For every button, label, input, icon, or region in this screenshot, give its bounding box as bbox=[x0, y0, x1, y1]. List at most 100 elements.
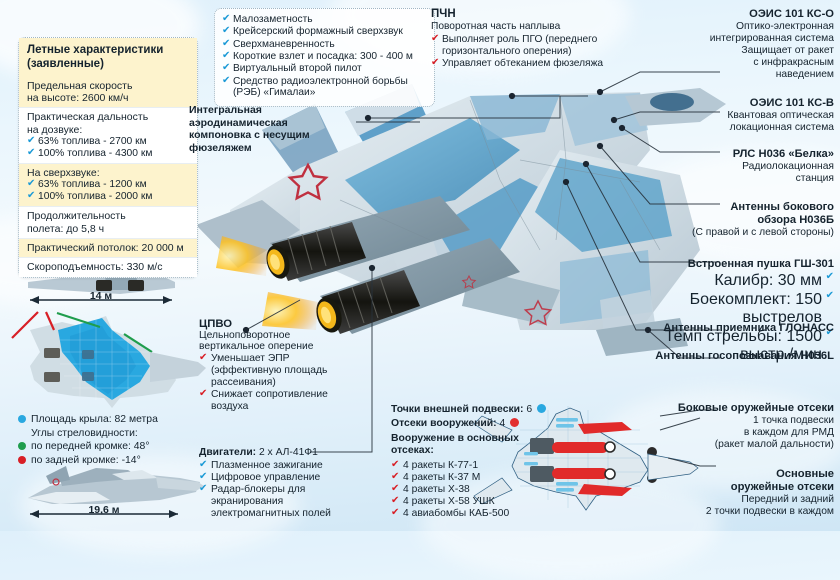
cpvo-subtitle: вертикальное оперение bbox=[199, 341, 314, 352]
leading-edge-marker bbox=[56, 311, 153, 353]
check-icon: ✔ bbox=[825, 326, 834, 338]
check-icon: ✔ bbox=[222, 13, 231, 24]
label-antenny-gosopoznavaniya: Антенны госопознавания Н036L bbox=[655, 350, 834, 363]
cpvo-title: ЦПВО bbox=[199, 318, 233, 330]
list-item: ✔Радар-блокеры для экранирования электро… bbox=[199, 482, 331, 519]
check-icon: ✔ bbox=[431, 56, 440, 68]
su57-top-view-wingarea bbox=[11, 311, 206, 408]
side-bay-right bbox=[578, 422, 632, 434]
engines-panel: Двигатели: 2 х АЛ-41Ф1 ✔Плазменное зажиг… bbox=[199, 447, 374, 520]
label-oeis-101-ks-o: ОЭИС 101 КС-О Оптико-электронная интегри… bbox=[676, 8, 834, 81]
label-body: Радиолокационная станция bbox=[742, 160, 834, 185]
label-title: Боковые оружейные отсеки bbox=[677, 402, 834, 414]
label-osnovnye-oruzheynye-otseki: Основные оружейные отсеки Передний и зад… bbox=[668, 468, 834, 518]
dimension-width-label: 14 м bbox=[89, 290, 113, 302]
list-item: ✔63% топлива - 1200 км bbox=[27, 178, 147, 191]
list-item: ✔63% топлива - 2700 км bbox=[27, 135, 147, 148]
label-title: ОЭИС 101 КС-В bbox=[749, 97, 834, 109]
legend-row: Углы стреловидности: bbox=[31, 427, 138, 439]
legend-dot-red bbox=[18, 455, 26, 464]
list-item: ✔4 авиабомбы КАБ-500 bbox=[391, 506, 510, 519]
list-item: ✔Темп стрельбы: 1500 выстр./мин bbox=[664, 326, 834, 364]
list-item: ✔Калибр: 30 мм bbox=[714, 270, 834, 289]
label-body: Оптико-электронная интегрированная систе… bbox=[709, 20, 834, 81]
side-bay-left bbox=[578, 484, 632, 496]
check-icon: ✔ bbox=[391, 470, 400, 482]
engines-label: Двигатели: bbox=[199, 447, 257, 458]
legend-dot-green bbox=[18, 442, 26, 451]
label-bokovye-oruzheynye-otseki: Боковые оружейные отсеки 1 точка подвеск… bbox=[668, 402, 834, 451]
check-icon: ✔ bbox=[199, 387, 208, 399]
label-oeis-101-ks-v: ОЭИС 101 КС-В Квантовая оптическая локац… bbox=[676, 97, 834, 134]
pchn-title: ПЧН bbox=[431, 8, 456, 20]
check-icon: ✔ bbox=[27, 147, 36, 159]
check-icon: ✔ bbox=[391, 458, 400, 470]
check-icon: ✔ bbox=[391, 494, 400, 506]
external-points-row: Точки внешней подвески: 6 bbox=[391, 404, 547, 415]
spec-row: Практическая дальность на дозвуке: ✔63% … bbox=[19, 108, 197, 164]
check-icon: ✔ bbox=[222, 49, 231, 61]
list-item: ✔4 ракеты К-77-1 bbox=[391, 458, 479, 471]
check-icon: ✔ bbox=[199, 352, 208, 363]
integral-aerodynamics-label: Интегральная аэродинамическая компоновка… bbox=[189, 104, 310, 154]
label-body: (С правой и с левой стороны) bbox=[692, 226, 834, 238]
list-item: ✔Управляет обтеканием фюзеляжа bbox=[431, 56, 604, 69]
spec-row: Практический потолок: 20 000 м bbox=[19, 238, 197, 259]
check-icon: ✔ bbox=[391, 482, 400, 494]
list-item: ✔Виртуальный второй пилот bbox=[222, 62, 362, 75]
main-bay-rear bbox=[552, 468, 608, 479]
list-item: ✔Сверхманевренность bbox=[222, 37, 335, 50]
engines-heading: Двигатели: 2 х АЛ-41Ф1 bbox=[199, 447, 374, 458]
legend-row: по задней кромке: -14° bbox=[18, 454, 158, 468]
label-title: Встроенная пушка ГШ-301 bbox=[687, 258, 834, 270]
flight-characteristics-panel: Летные характеристики (заявленные) Преде… bbox=[18, 37, 198, 278]
main-bays-title: Вооружение в основных отсеках: bbox=[391, 433, 519, 456]
label-body: 1 точка подвески в каждом для РМД (ракет… bbox=[714, 414, 834, 451]
list-item: ✔Выполняет роль ПГО (переднего горизонта… bbox=[431, 33, 598, 57]
pchn-subtitle: Поворотная часть наплыва bbox=[431, 21, 561, 32]
check-icon: ✔ bbox=[27, 190, 36, 202]
label-title: Основные оружейные отсеки bbox=[730, 468, 834, 493]
legend-dot-blue bbox=[537, 404, 547, 413]
check-icon: ✔ bbox=[431, 33, 440, 44]
key-features-panel: ✔Малозаметность ✔Крейсерский формажный с… bbox=[214, 8, 435, 107]
cpvo-subtitle: Цельноповоротное bbox=[199, 330, 291, 341]
label-body: Квантовая оптическая локационная система bbox=[727, 109, 834, 134]
list-item: ✔Крейсерский формажный сверхзвук bbox=[222, 25, 403, 38]
label-rls-n036-belka: РЛС Н036 «Белка» Радиолокационная станци… bbox=[676, 148, 834, 185]
check-icon: ✔ bbox=[391, 506, 400, 518]
list-item: ✔4 ракеты К-37 М bbox=[391, 470, 481, 483]
check-icon: ✔ bbox=[222, 37, 231, 49]
check-icon: ✔ bbox=[199, 470, 208, 482]
label-title: РЛС Н036 «Белка» bbox=[732, 148, 834, 160]
main-bay-front bbox=[552, 442, 608, 453]
check-icon: ✔ bbox=[199, 482, 208, 494]
spec-row: Продолжительность полета: до 5,8 ч bbox=[19, 207, 197, 239]
check-icon: ✔ bbox=[825, 270, 834, 282]
engine-nacelle-upper bbox=[216, 196, 470, 282]
list-item: ✔Уменьшает ЭПР (эффективную площадь расс… bbox=[199, 352, 328, 388]
roundel-star bbox=[287, 162, 329, 201]
dimension-length-label: 19,6 м bbox=[88, 504, 120, 516]
pchn-panel: ПЧН Поворотная часть наплыва ✔Выполняет … bbox=[431, 8, 616, 69]
engines-value: 2 х АЛ-41Ф1 bbox=[258, 447, 318, 458]
cpvo-panel: ЦПВО Цельноповоротное вертикальное опере… bbox=[199, 318, 339, 413]
label-title: ОЭИС 101 КС-О bbox=[749, 8, 834, 20]
list-item: ✔Короткие взлет и посадка: 300 - 400 м bbox=[222, 49, 413, 62]
label-title: Антенны приемника ГЛОНАСС bbox=[663, 322, 834, 334]
list-item: ✔100% топлива - 4300 км bbox=[27, 147, 153, 160]
list-item: ✔Снижает сопротивление воздуха bbox=[199, 387, 328, 412]
bays-row: Отсеки вооружений: 4 bbox=[391, 418, 546, 429]
spec-row: Скороподъемность: 330 м/с bbox=[19, 258, 197, 277]
list-item: ✔4 ракеты Х-58 УШК bbox=[391, 494, 495, 507]
list-item: ✔Плазменное зажигание bbox=[199, 459, 323, 471]
legend-dot-blue bbox=[18, 415, 26, 423]
legend-row: Площадь крыла: 82 метра bbox=[18, 413, 158, 427]
legend-dot-red bbox=[510, 418, 520, 427]
list-item: ✔4 ракеты Х-38 bbox=[391, 482, 470, 495]
legend-row: по передней кромке: 48° bbox=[18, 440, 158, 454]
wing-legend: Площадь крыла: 82 метра Углы стреловидно… bbox=[18, 413, 158, 467]
label-antenny-glonass: Антенны приемника ГЛОНАСС bbox=[660, 322, 834, 335]
label-title: Антенны госопознавания Н036L bbox=[655, 350, 834, 362]
list-item: ✔Малозаметность bbox=[222, 13, 313, 25]
